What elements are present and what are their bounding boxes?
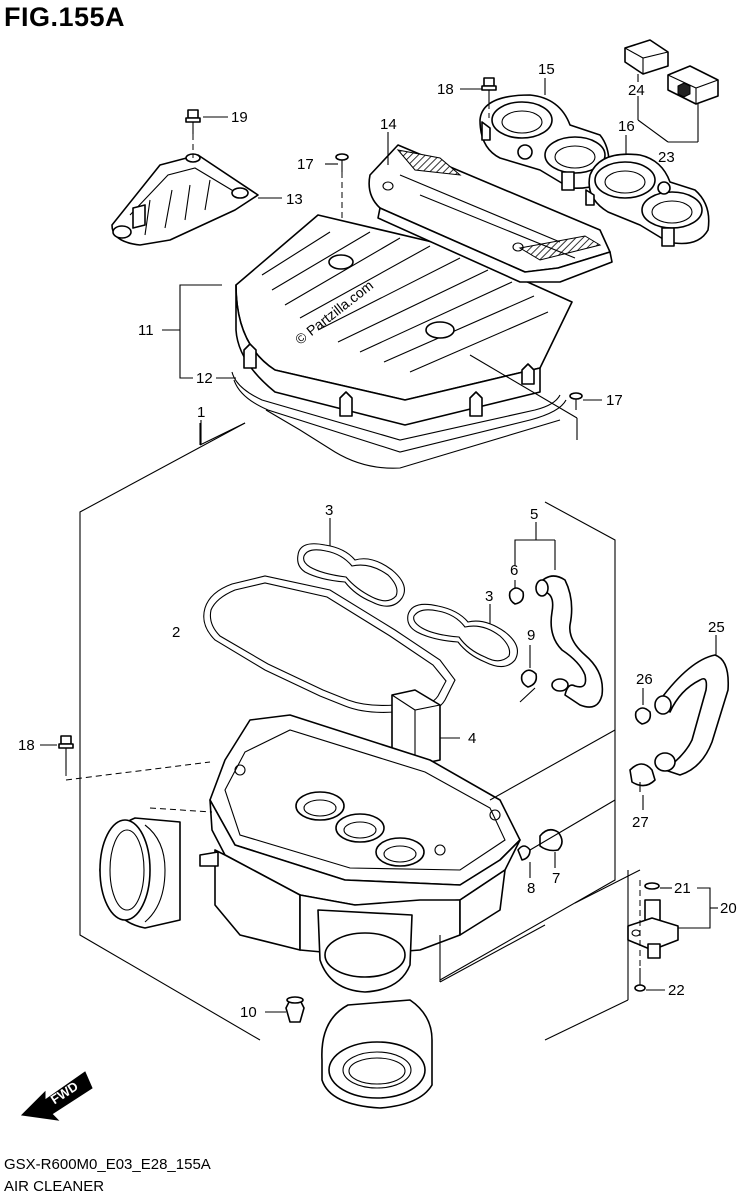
callout-25: 25 (708, 619, 725, 636)
figure-title: FIG.155A (4, 2, 126, 32)
callout-24: 24 (628, 82, 645, 99)
callout-27: 27 (632, 814, 649, 831)
intake-duct (99, 817, 181, 929)
part-1-airbox-case (199, 714, 521, 993)
callout-2: 2 (172, 624, 180, 641)
part-19-bolt (185, 109, 201, 158)
callout-15: 15 (538, 61, 555, 78)
part-20-drain (627, 882, 679, 959)
callout-18a: 18 (437, 81, 454, 98)
lower-funnel (321, 999, 433, 1109)
part-9-clamp (520, 669, 538, 688)
callout-22: 22 (668, 982, 685, 999)
callout-20: 20 (720, 900, 737, 917)
callout-1: 1 (197, 404, 205, 421)
callout-21: 21 (674, 880, 691, 897)
callout-8: 8 (527, 880, 535, 897)
callout-3a: 3 (325, 502, 333, 519)
reference-lines (65, 687, 641, 1041)
part-8-clamp (517, 845, 531, 861)
callout-11: 11 (138, 322, 154, 339)
part-16-velocity-stacks (585, 153, 710, 247)
callout-26: 26 (636, 671, 653, 688)
part-27-clamp (629, 763, 656, 792)
part-11-cover (235, 214, 573, 426)
callout-10: 10 (240, 1004, 257, 1021)
callout-17b: 17 (606, 392, 623, 409)
callout-17a: 17 (297, 156, 314, 173)
part-6-clamp (508, 587, 525, 605)
callout-6: 6 (510, 562, 518, 579)
part-14-intake-plate (368, 144, 613, 283)
callout-12: 12 (196, 370, 213, 387)
part-10-clip (285, 996, 305, 1023)
part-18-bolt-upper (481, 77, 497, 118)
fwd-arrow: FWD (20, 1071, 93, 1121)
part-24-connector (624, 39, 669, 82)
part-25-hose (654, 654, 730, 776)
callout-4: 4 (468, 730, 476, 747)
callouts: 1 2 3 3 4 5 6 7 8 9 10 11 12 13 14 15 16… (18, 61, 737, 1021)
part-26-clamp (634, 707, 652, 725)
callout-23: 23 (658, 149, 675, 166)
callout-16: 16 (618, 118, 635, 135)
part-3-gaskets (297, 543, 518, 668)
callout-18b: 18 (18, 737, 35, 754)
callout-14: 14 (380, 116, 397, 133)
callout-7: 7 (552, 870, 560, 887)
leader-lines (40, 78, 718, 1013)
part-18-bolt-lower (58, 735, 74, 780)
part-17-screw-lower (569, 392, 583, 410)
callout-9: 9 (527, 627, 535, 644)
part-22-screw (634, 880, 646, 992)
callout-3b: 3 (485, 588, 493, 605)
callout-13: 13 (286, 191, 303, 208)
part-15-velocity-stacks (479, 94, 610, 191)
part-5-hose (535, 575, 604, 708)
callout-5: 5 (530, 506, 538, 523)
figure-name: AIR CLEANER (4, 1178, 105, 1195)
assembly-frame (79, 422, 616, 1041)
part-23-sensor (667, 65, 719, 142)
part-4-filter-element (391, 689, 441, 766)
callout-19: 19 (231, 109, 248, 126)
figure-code: GSX-R600M0_E03_E28_155A (4, 1156, 211, 1173)
part-13-bracket (111, 153, 259, 246)
